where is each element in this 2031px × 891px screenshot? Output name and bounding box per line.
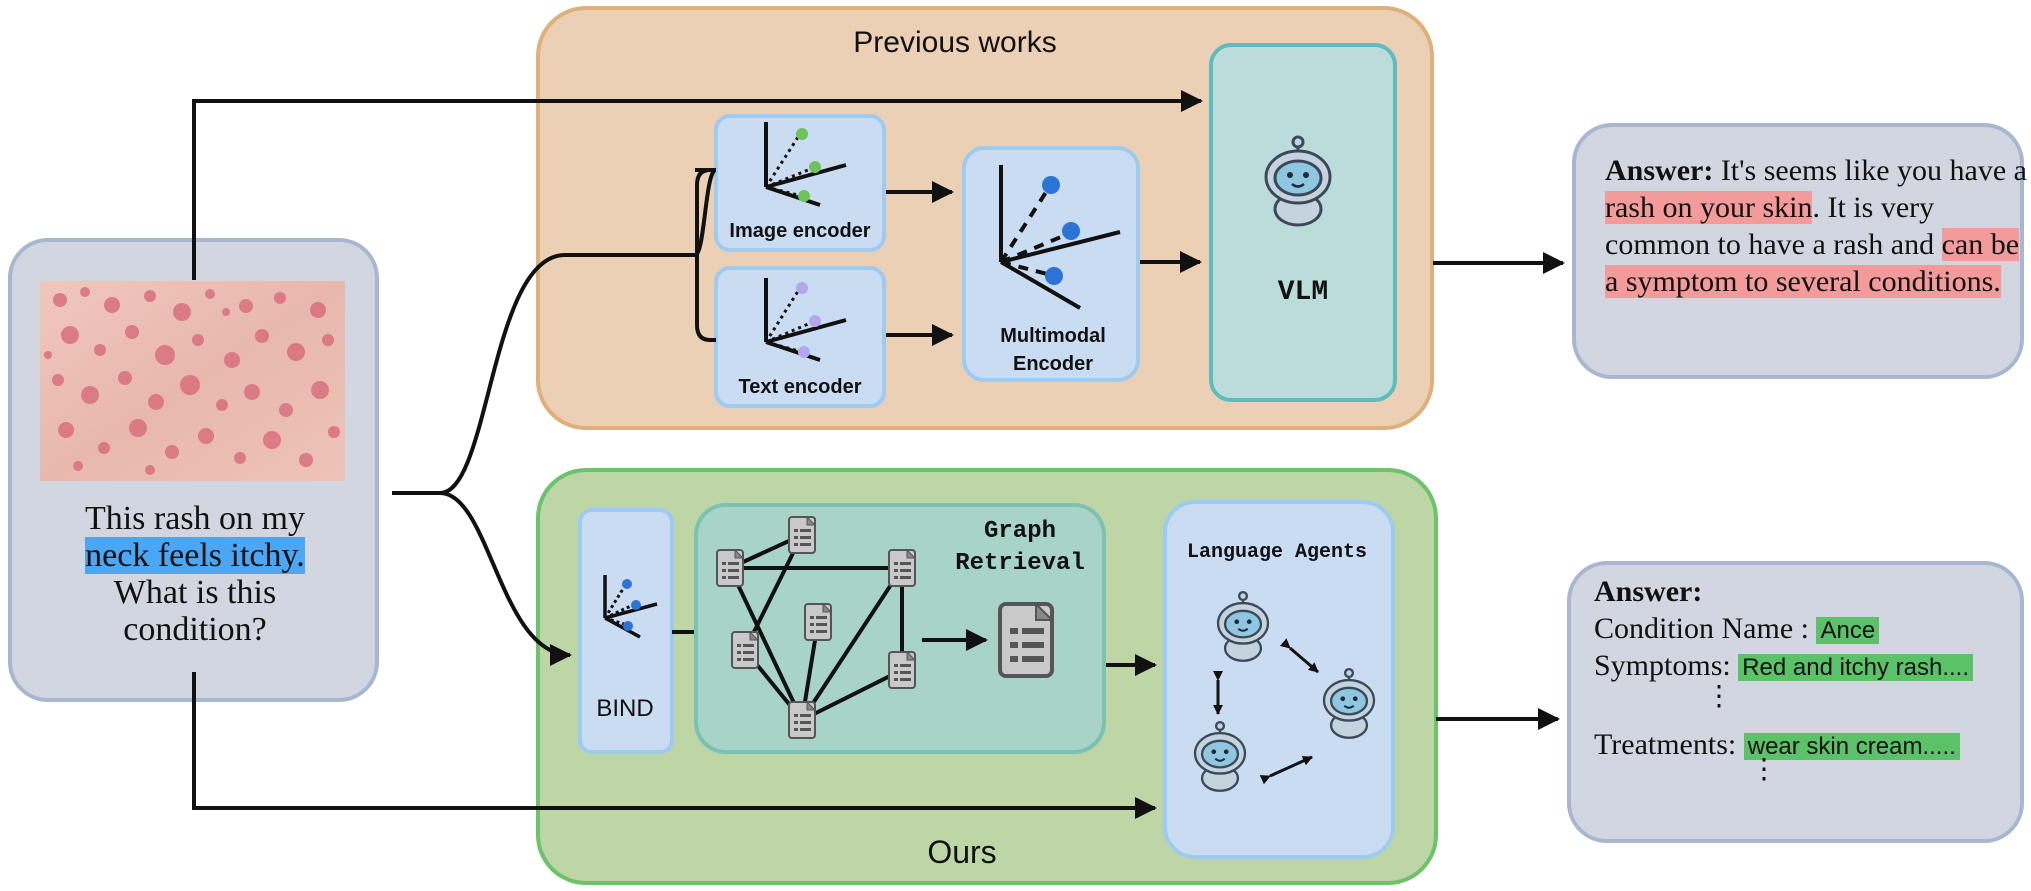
answer-previous-t2: . It is very common to have a rash and (1605, 191, 1942, 261)
rash-photo (40, 281, 345, 481)
answer-previous-box (1572, 123, 2024, 379)
text-embedding-dots (796, 282, 821, 358)
document-icon (888, 549, 916, 587)
treatments-label: Treatments: (1594, 728, 1737, 761)
bind-label: BIND (596, 695, 653, 722)
encoder-arrows (886, 181, 1565, 730)
answer-previous-t1: It's seems like you have a (1713, 154, 2027, 187)
document-icon (888, 651, 916, 689)
vertical-ellipsis: ⋮ (1750, 754, 1778, 785)
question-highlight-line: neck feels itchy. (40, 537, 350, 574)
multimodal-label-line1: Multimodal (1000, 325, 1106, 347)
document-icon (731, 631, 759, 669)
answer-previous-text: Answer: It's seems like you have a rash … (1605, 152, 2030, 300)
answer-ours-box (1567, 561, 2024, 843)
treatments-value: wear skin cream..... (1743, 733, 1960, 760)
question-line1: This rash on my (84, 500, 306, 537)
vlm-label: VLM (1278, 277, 1328, 308)
graph-retrieval-line2: Retrieval (955, 550, 1085, 577)
ours-title: Ours (927, 834, 996, 870)
image-embedding-dots (796, 128, 821, 202)
connector-lines (192, 90, 1203, 819)
multimodal-embedding-dots (1042, 176, 1080, 285)
document-icon (804, 603, 832, 641)
language-agents-label: Language Agents (1187, 541, 1367, 564)
question-line4: condition? (123, 611, 267, 648)
graph-retrieval-line1: Graph (984, 518, 1056, 545)
bind-icon (603, 575, 658, 639)
multimodal-label-line2: Encoder (1013, 353, 1093, 375)
multimodal-encoder-box (962, 146, 1140, 382)
answer-previous-label: Answer: (1605, 154, 1714, 187)
text-encoder-icon (764, 278, 847, 362)
condition-name-value: Ance (1816, 617, 1880, 644)
multimodal-encoder-icon (999, 165, 1121, 310)
question-line3: What is this (113, 574, 277, 611)
document-icon (716, 549, 744, 587)
image-encoder-box (714, 114, 886, 252)
symptoms-label: Symptoms: (1594, 649, 1731, 682)
text-encoder-label: Text encoder (739, 376, 862, 398)
document-icon (788, 516, 816, 554)
question-text: This rash on my neck feels itchy. What i… (40, 500, 350, 648)
image-encoder-icon (764, 122, 847, 207)
previous-works-title: Previous works (853, 26, 1056, 59)
text-encoder-box (714, 266, 886, 408)
question-highlight: neck feels itchy. (85, 537, 305, 574)
bind-embedding-dots (622, 579, 641, 631)
image-encoder-label: Image encoder (729, 220, 870, 242)
document-icon (788, 701, 816, 739)
agent-communication-arrows (1213, 638, 1319, 785)
retrieved-document-icon (998, 602, 1054, 678)
symptoms-value: Red and itchy rash.... (1738, 654, 1973, 681)
condition-name-label: Condition Name : (1594, 612, 1809, 645)
vertical-ellipsis: ⋮ (1705, 681, 1733, 712)
answer-ours-label: Answer: (1594, 575, 1703, 608)
answer-ours-text: Answer: Condition Name : Ance Symptoms: … (1594, 573, 2014, 793)
answer-previous-highlight1: rash on your skin (1605, 191, 1813, 224)
